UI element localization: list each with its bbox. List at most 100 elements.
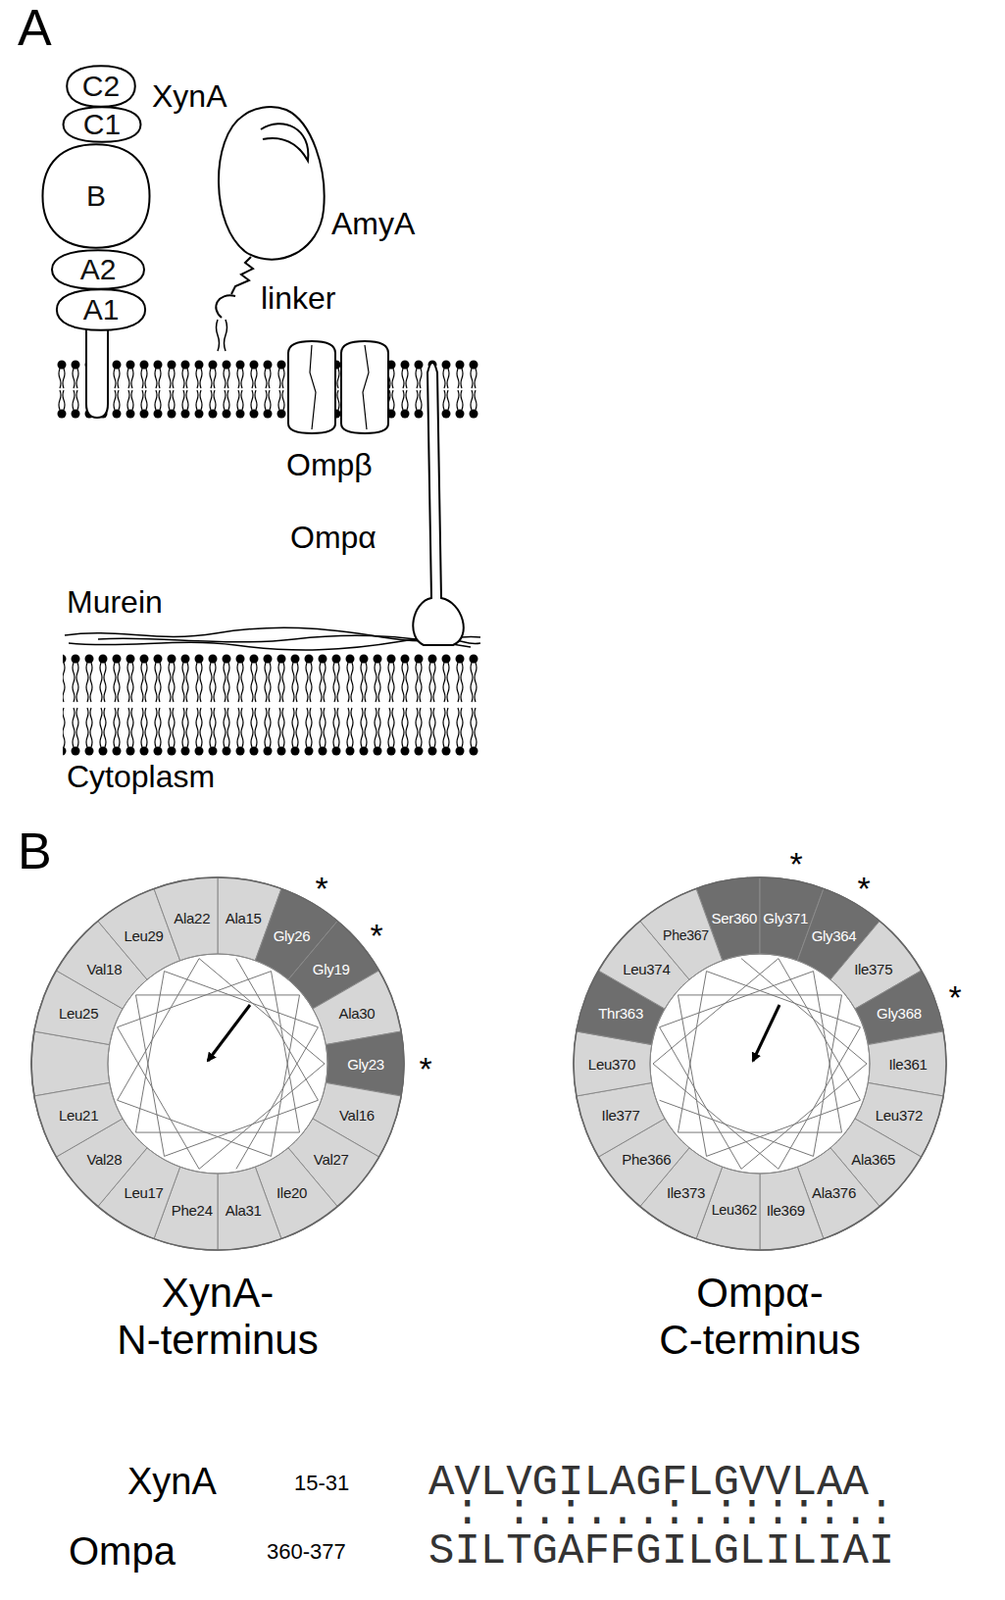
- residue-label: Ala31: [225, 1202, 262, 1217]
- residue-label: Thr363: [598, 1005, 644, 1021]
- linker-chain: [231, 256, 253, 295]
- wheel-outer-ring: [573, 877, 947, 1251]
- figure-label: linker: [260, 282, 336, 314]
- residue-label: Ile373: [666, 1184, 705, 1200]
- residue-label: Leu372: [875, 1106, 923, 1122]
- residue-label: Ala376: [811, 1184, 856, 1200]
- glycine-marker: *: [418, 1052, 432, 1086]
- protein-domain: C1: [60, 105, 144, 144]
- figure-label: XynA: [151, 80, 227, 112]
- protein-domain: C2: [64, 64, 138, 108]
- wheel-outer-ring: [573, 877, 947, 1251]
- helical-wheels: [31, 877, 947, 1251]
- domain-label: C1: [83, 109, 121, 140]
- residue-label: Ser360: [710, 910, 757, 926]
- residue-label: Val27: [313, 1152, 350, 1167]
- residue-label: Val18: [86, 960, 122, 976]
- glycine-marker: *: [856, 871, 870, 905]
- wheel-connections: [653, 958, 867, 1170]
- figure-label: Cytoplasm: [66, 760, 215, 793]
- lipid-anchor: [215, 295, 236, 352]
- residue-label: Ile375: [854, 960, 893, 976]
- domain-label: A1: [83, 295, 120, 325]
- glycine-marker: *: [948, 980, 961, 1014]
- sequence-text: : :.:...:.:::::.:: [428, 1490, 895, 1534]
- domain-shape: [51, 250, 145, 289]
- segment-shape: [640, 888, 723, 980]
- figure-label: A: [17, 1, 52, 53]
- segment-shape: [34, 1082, 123, 1157]
- protein-domain: A1: [53, 288, 149, 332]
- residue-label: Leu374: [622, 960, 670, 976]
- helix-residue: Ala31: [216, 1165, 284, 1253]
- residue-label: Gly368: [876, 1005, 922, 1021]
- figure-label: XynA: [127, 1462, 217, 1501]
- figure-label: N-terminus: [116, 1319, 318, 1361]
- domain-shape: [66, 65, 136, 106]
- residue-label: Phe366: [621, 1152, 671, 1167]
- residue-label: Val28: [86, 1152, 122, 1167]
- residue-label: Gly364: [811, 928, 857, 944]
- wheel-inner-ring: [650, 954, 870, 1174]
- domain-label: B: [86, 181, 106, 211]
- figure-label: XynA-: [161, 1272, 274, 1314]
- residue-label: Val16: [339, 1106, 375, 1122]
- sequence-text: SILTGAFFGILGLILIAI: [428, 1529, 895, 1573]
- residue-label: Ala30: [338, 1005, 375, 1021]
- residue-label: Leu362: [711, 1203, 757, 1217]
- residue-label: Phe24: [171, 1202, 213, 1217]
- wheel-inner-ring: [107, 954, 328, 1174]
- figure-label: B: [17, 825, 52, 877]
- residue-label: Leu21: [58, 1106, 99, 1122]
- protein-domain: A2: [49, 249, 148, 291]
- figure-label: Murein: [66, 586, 163, 618]
- protein-domain: B: [39, 141, 153, 252]
- segment-shape: [759, 1166, 824, 1251]
- helix-residue: Leu21: [32, 1081, 126, 1159]
- residue-label: Ala365: [851, 1152, 896, 1167]
- wheel-outer-ring: [31, 877, 404, 1251]
- residue-label: Ile20: [276, 1184, 307, 1200]
- residue-label: Gly23: [347, 1056, 385, 1072]
- figure-label: Ompa: [68, 1531, 176, 1571]
- residue-label: Leu370: [588, 1056, 636, 1072]
- residue-label: Gly19: [312, 960, 351, 976]
- domain-shape: [56, 289, 146, 330]
- helix-residue: Ile369: [758, 1165, 826, 1253]
- figure-label: AmyA: [331, 207, 415, 240]
- helix-residue: Ala22: [152, 876, 220, 963]
- omp-alpha-rod: [412, 362, 464, 646]
- residue-label: Ile369: [766, 1202, 805, 1217]
- domain-label: C2: [82, 71, 120, 101]
- amya-enzyme: [218, 106, 325, 260]
- glycine-marker: *: [314, 871, 328, 905]
- residue-label: Leu29: [123, 928, 163, 944]
- glycine-marker: *: [789, 847, 803, 881]
- domain-shape: [42, 144, 150, 248]
- figure-label: 360-377: [266, 1541, 347, 1563]
- figure-label: Ompα: [290, 521, 377, 553]
- residue-label: Ala15: [225, 910, 262, 926]
- outer-membrane: [54, 358, 481, 420]
- residue-label: Leu17: [123, 1184, 163, 1200]
- domain-shape: [63, 106, 142, 143]
- residue-label: Phe367: [662, 928, 709, 943]
- residue-label: Leu25: [58, 1005, 99, 1021]
- xyna-anchor: [86, 323, 108, 418]
- figure-label: 15-31: [294, 1472, 350, 1495]
- residue-label: Ile361: [888, 1056, 927, 1072]
- inner-membrane: [62, 653, 481, 757]
- wheel-outer-ring: [31, 877, 404, 1251]
- omp-beta-barrel: [288, 341, 389, 434]
- residue-label: Gly26: [273, 928, 311, 944]
- wheel-connections: [117, 958, 325, 1170]
- segment-shape: [153, 877, 218, 961]
- figure-label: Ompα-: [696, 1272, 823, 1314]
- figure-label: Ompβ: [286, 449, 373, 481]
- residue-label: Ile377: [602, 1106, 641, 1122]
- moment-arrow: [207, 1005, 251, 1061]
- moment-arrow: [753, 1005, 780, 1061]
- domain-label: A2: [80, 254, 117, 285]
- segment-shape: [217, 1166, 282, 1251]
